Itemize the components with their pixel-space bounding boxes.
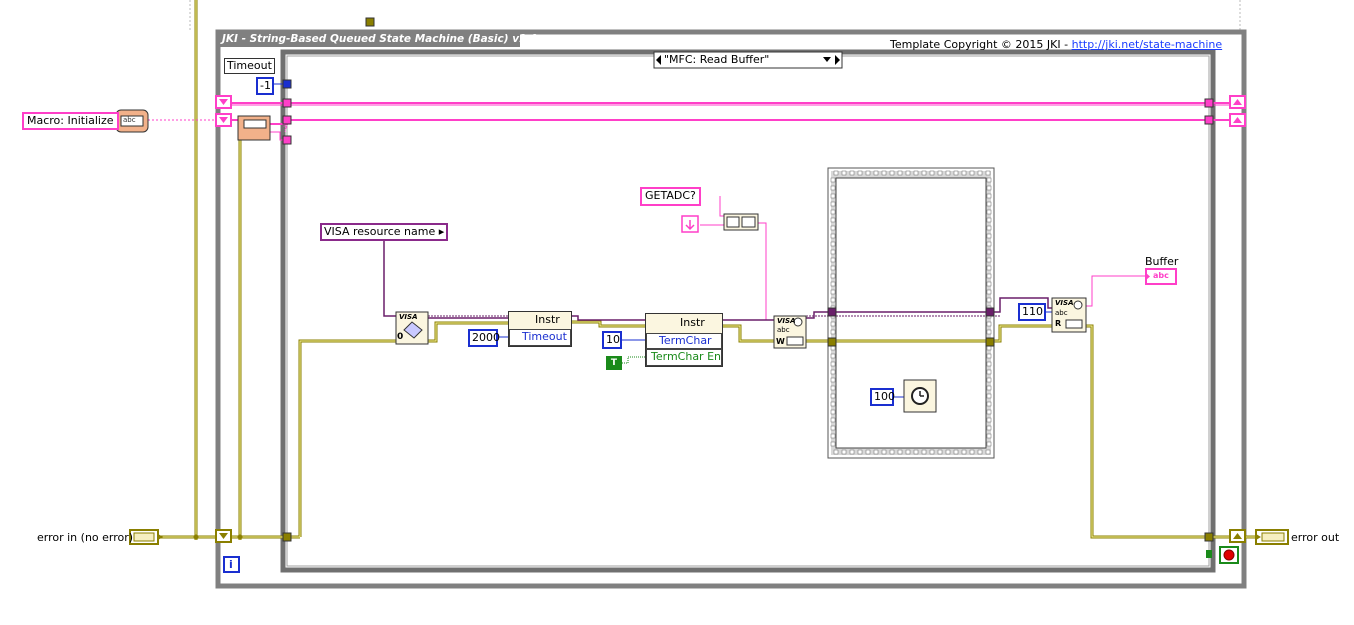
visa-read-text: VISA [1055,299,1074,307]
termchar-10-constant: 10 [602,331,622,349]
stop-terminal [1206,546,1239,564]
error-out-terminal [1255,529,1289,545]
buffer-label: Buffer [1145,255,1179,268]
loop-title: JKI - String-Based Queued State Machine … [222,33,538,45]
visa-read-abc: abc [1055,309,1068,317]
visa-wires [383,240,1054,321]
timeout-constant: -1 [256,77,274,95]
case-selector-label[interactable]: "MFC: Read Buffer" [664,53,770,66]
parse-state-queue-icon [237,115,271,141]
true-constant: T [606,356,622,370]
visa-write-w: W [776,337,785,346]
node1-timeout-prop: Timeout [509,329,571,346]
error-in-terminal [129,529,163,545]
wait-100-constant: 100 [870,388,895,406]
instr-property-node-1[interactable]: Instr Timeout [508,311,572,347]
macro-constant: Macro: Initialize [22,112,119,130]
error-in-label: error in (no error) [37,531,134,544]
parse-vi-q: ? [283,125,288,135]
shift-registers [215,95,1246,543]
flat-sequence [827,167,995,459]
node1-class: Instr [535,313,560,326]
macro-vi-icon [115,109,149,133]
instr-property-node-2[interactable]: Instr TermChar TermChar En [645,313,723,367]
buffer-indicator-text: abc [1153,271,1169,280]
visa-open-icon [395,311,429,345]
timeout-2000-constant: 2000 [468,329,500,347]
node2-class: Instr [680,316,705,329]
case-tunnels [282,79,1214,542]
read-bytes-constant: 110 [1018,303,1046,321]
getadc-constant: GETADC? [640,187,701,206]
top-terminal [365,17,375,27]
buffer-indicator [1145,268,1177,285]
visa-open-zero: 0 [397,332,404,342]
visa-read-icon [1051,297,1087,333]
visa-write-abc: abc [777,326,790,334]
visa-open-text: VISA [399,313,418,321]
boolean-wire [622,356,646,364]
visa-resource-label: VISA resource name [324,225,436,238]
macro-vi-text: abc [123,116,136,124]
visa-write-icon [773,315,807,349]
visa-write-text: VISA [777,317,796,325]
visa-read-r: R [1055,319,1062,328]
string-wires [148,102,1236,321]
copyright-link[interactable]: http://jki.net/state-machine [1071,38,1223,51]
timeout-label: Timeout [224,58,275,74]
error-out-label: error out [1291,531,1340,544]
node2-termchar-en-prop: TermChar En [646,349,722,366]
loop-title-bar [218,32,520,47]
node2-termchar-prop: TermChar [646,333,722,349]
wait-ms-icon [903,379,937,413]
linefeed-constant [681,215,699,233]
case-selector-frame [653,51,843,69]
iteration-terminal [223,556,240,573]
concatenate-icon [723,213,759,231]
while-loop-frame [215,29,1247,589]
iteration-label: i [229,558,233,571]
visa-resource-control: VISA resource name ▸ [320,223,449,241]
copyright-text: Template Copyright © 2015 JKI - http://j… [890,38,1223,51]
